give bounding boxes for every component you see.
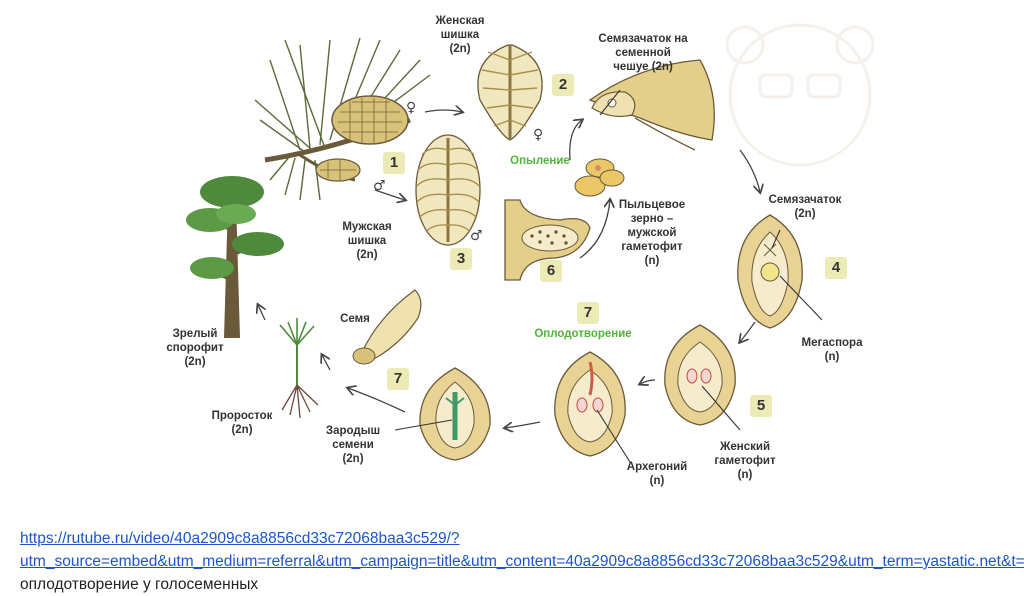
label-ovule-on-scale-line: Семязачаток на bbox=[598, 33, 688, 45]
label-megaspore-line: (n) bbox=[824, 351, 840, 363]
fertilization-ovule bbox=[554, 351, 626, 457]
label-embryo: Зародыш семени (2n) bbox=[318, 424, 388, 466]
label-pollen-grain-line: мужской bbox=[627, 227, 677, 239]
pine-cone-small bbox=[315, 158, 361, 182]
ovule-megaspore bbox=[737, 214, 803, 329]
stage-badge-7-seed: 7 bbox=[387, 368, 409, 390]
female-symbol-icon: ♀ bbox=[533, 127, 544, 143]
label-mature-sporophyte-line: спорофит bbox=[166, 342, 224, 354]
label-male-cone-line: (2n) bbox=[356, 249, 378, 261]
watermark-bear-icon bbox=[725, 23, 875, 167]
pointer-lines bbox=[394, 89, 823, 463]
label-pollination: Опыление bbox=[510, 155, 570, 167]
label-female-cone: Женская шишка (2n) bbox=[425, 14, 495, 56]
cycle-arrows bbox=[258, 110, 760, 428]
label-embryo-line: Зародыш bbox=[325, 425, 381, 437]
label-female-cone-line: Женская bbox=[435, 15, 485, 27]
label-mature-sporophyte-line: (2n) bbox=[184, 356, 206, 368]
label-mature-sporophyte-line: Зрелый bbox=[172, 328, 218, 340]
label-megaspore: Мегаспора (n) bbox=[792, 336, 872, 364]
label-fertilization: Оплодотворение bbox=[534, 328, 632, 340]
label-pollen-grain-line: Пыльцевое bbox=[618, 199, 686, 211]
female-gametophyte-ovule bbox=[664, 324, 736, 426]
label-ovule-on-scale-line: чешуе (2n) bbox=[613, 61, 673, 73]
label-ovule-on-scale: Семязачаток на семенной чешуе (2n) bbox=[583, 32, 703, 74]
ovule-on-seed-scale bbox=[588, 59, 715, 151]
pollen-grains bbox=[574, 158, 625, 197]
label-pollen-grain: Пыльцевое зерно – мужской гаметофит (n) bbox=[612, 198, 692, 268]
label-male-cone: Мужская шишка (2n) bbox=[332, 220, 402, 262]
label-archegonium-line: (n) bbox=[649, 475, 665, 487]
label-mature-sporophyte: Зрелый спорофит (2n) bbox=[160, 327, 230, 369]
stage-badge-3: 3 bbox=[450, 248, 472, 270]
caption-text: оплодотворение у голосеменных bbox=[20, 576, 259, 593]
label-archegonium-line: Архегоний bbox=[626, 461, 688, 473]
female-cone-section bbox=[477, 44, 543, 141]
label-ovule-line: Семязачаток bbox=[768, 194, 842, 206]
label-archegonium: Архегоний (n) bbox=[617, 460, 697, 488]
label-female-gametophyte: Женский гаметофит (n) bbox=[705, 440, 785, 482]
stage-badge-2: 2 bbox=[552, 74, 574, 96]
label-male-cone-line: Мужская bbox=[342, 221, 392, 233]
label-ovule-on-scale-line: семенной bbox=[615, 47, 671, 59]
stage-badge-4: 4 bbox=[825, 257, 847, 279]
diagram-illustration bbox=[186, 23, 875, 463]
mature-pine-tree bbox=[186, 176, 284, 338]
pine-cone-large bbox=[331, 95, 409, 145]
label-pollen-grain-line: зерно – bbox=[630, 213, 674, 225]
label-ovule: Семязачаток (2n) bbox=[760, 193, 850, 221]
male-symbol-icon: ♂ bbox=[373, 178, 386, 194]
stage-badge-7-fertilization: 7 bbox=[577, 302, 599, 324]
female-symbol-icon: ♀ bbox=[406, 100, 417, 116]
stage-badge-6: 6 bbox=[540, 260, 562, 282]
label-embryo-line: (2n) bbox=[342, 453, 364, 465]
stage-badge-1: 1 bbox=[383, 152, 405, 174]
label-pollen-grain-line: гаметофит bbox=[621, 241, 683, 253]
label-embryo-line: семени bbox=[332, 439, 374, 451]
label-sprout-line: Проросток bbox=[211, 410, 273, 422]
label-female-cone-line: шишка bbox=[440, 29, 480, 41]
label-seed: Семя bbox=[340, 313, 370, 325]
label-sprout-line: (2n) bbox=[231, 424, 253, 436]
label-female-cone-line: (2n) bbox=[449, 43, 471, 55]
label-female-gametophyte-line: Женский bbox=[719, 441, 771, 453]
pine-life-cycle-diagram: Женская шишка (2n) Семязачаток на семенн… bbox=[160, 14, 875, 488]
seed-embryo bbox=[419, 367, 491, 461]
label-male-cone-line: шишка bbox=[347, 235, 387, 247]
source-link[interactable]: https://rutube.ru/video/40a2909c8a8856cd… bbox=[20, 530, 1024, 570]
label-sprout: Проросток (2n) bbox=[202, 409, 282, 437]
label-female-gametophyte-line: гаметофит bbox=[714, 455, 776, 467]
caption: https://rutube.ru/video/40a2909c8a8856cd… bbox=[20, 527, 1024, 596]
label-ovule-line: (2n) bbox=[794, 208, 816, 220]
male-cone-section bbox=[415, 134, 481, 246]
label-megaspore-line: Мегаспора bbox=[801, 337, 863, 349]
seedling bbox=[279, 318, 319, 419]
male-symbol-icon: ♂ bbox=[470, 228, 483, 244]
label-pollen-grain-line: (n) bbox=[644, 255, 660, 267]
winged-seed bbox=[352, 289, 422, 365]
pollen-sac-section bbox=[504, 199, 591, 281]
stage-badge-5: 5 bbox=[750, 395, 772, 417]
label-female-gametophyte-line: (n) bbox=[737, 469, 753, 481]
